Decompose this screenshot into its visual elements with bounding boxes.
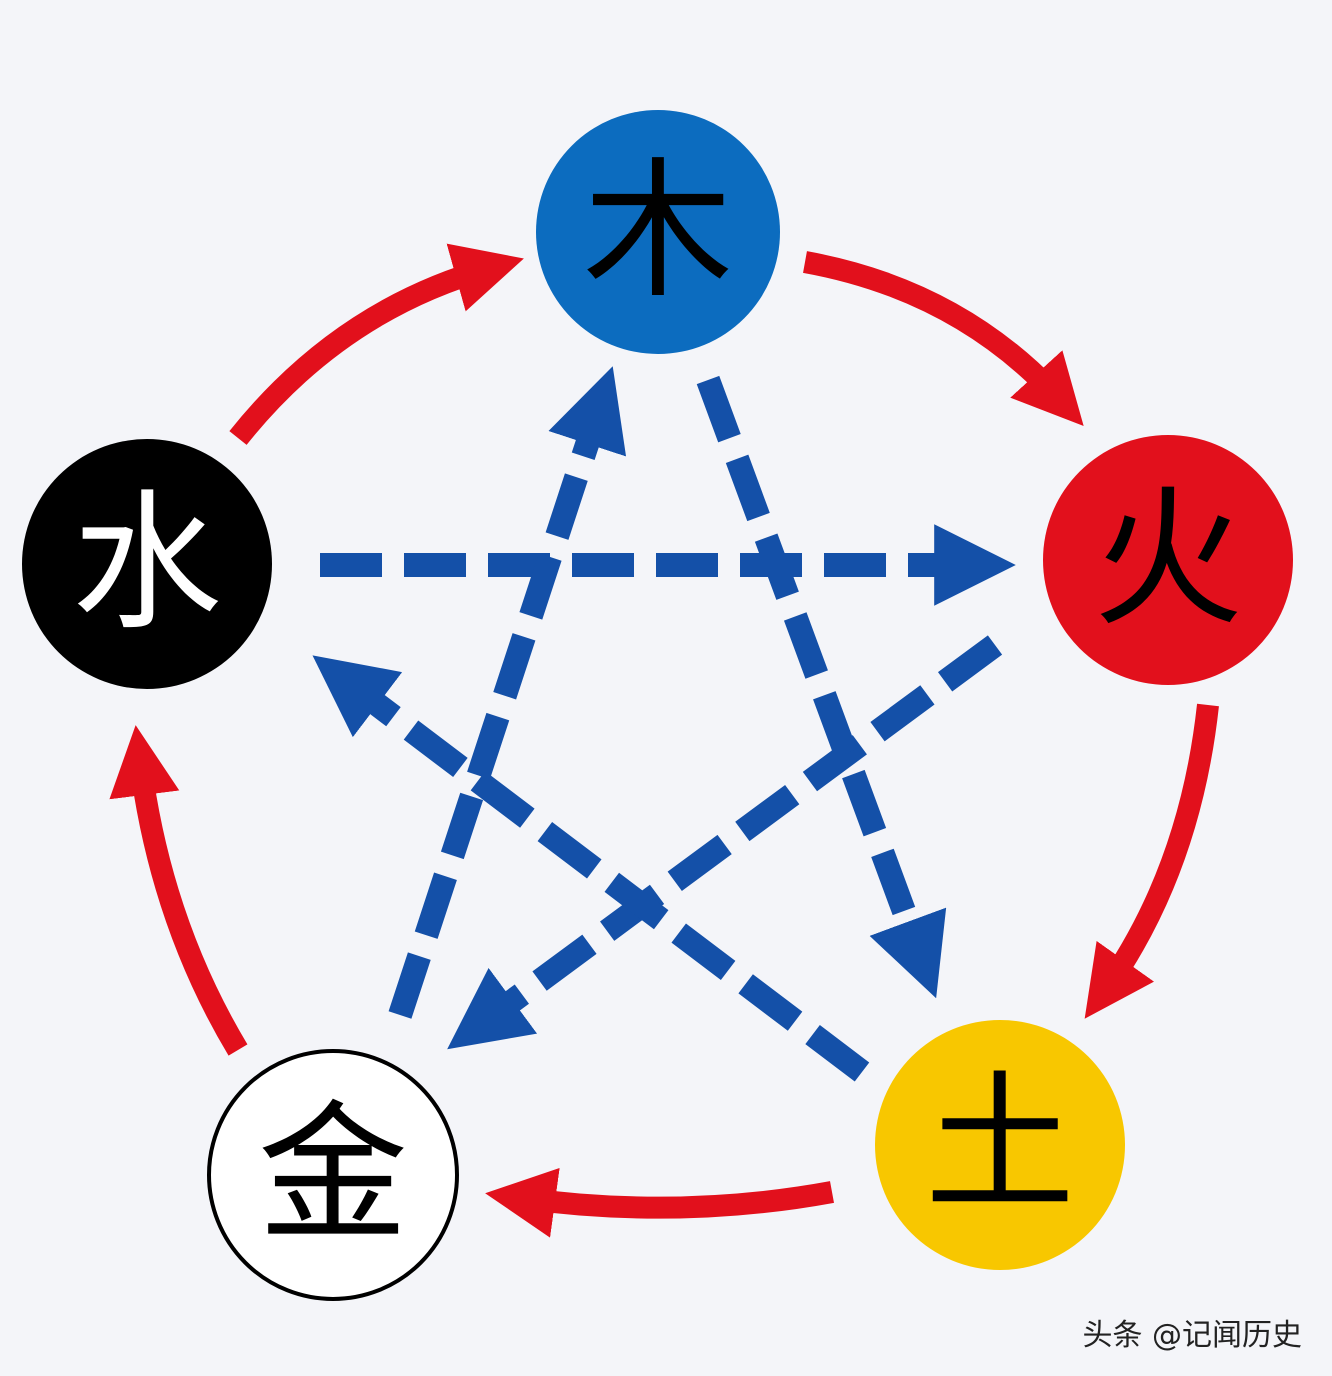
node-fire: 火: [1043, 435, 1293, 685]
arrow-earth-to-metal: [485, 1167, 834, 1238]
arrow-fire-to-metal: [447, 635, 1003, 1050]
label-metal: 金: [258, 1088, 408, 1262]
node-wood: 木: [536, 110, 780, 354]
node-water: 水: [22, 439, 272, 689]
node-earth: 土: [875, 1020, 1125, 1270]
arrow-water-to-wood: [229, 243, 524, 445]
arrow-wood-to-fire: [803, 251, 1084, 427]
arrow-metal-to-water: [109, 725, 248, 1056]
label-water: 水: [72, 477, 222, 651]
label-fire: 火: [1093, 473, 1243, 647]
label-wood: 木: [583, 145, 733, 319]
arrow-fire-to-earth: [1084, 703, 1219, 1019]
watermark: 头条 @记闻历史: [1082, 1318, 1302, 1353]
node-metal: 金: [207, 1049, 459, 1301]
label-earth: 土: [925, 1058, 1075, 1232]
arrow-metal-to-wood: [388, 366, 627, 1019]
arrow-wood-to-earth: [696, 375, 947, 999]
arrow-earth-to-water: [312, 655, 870, 1082]
